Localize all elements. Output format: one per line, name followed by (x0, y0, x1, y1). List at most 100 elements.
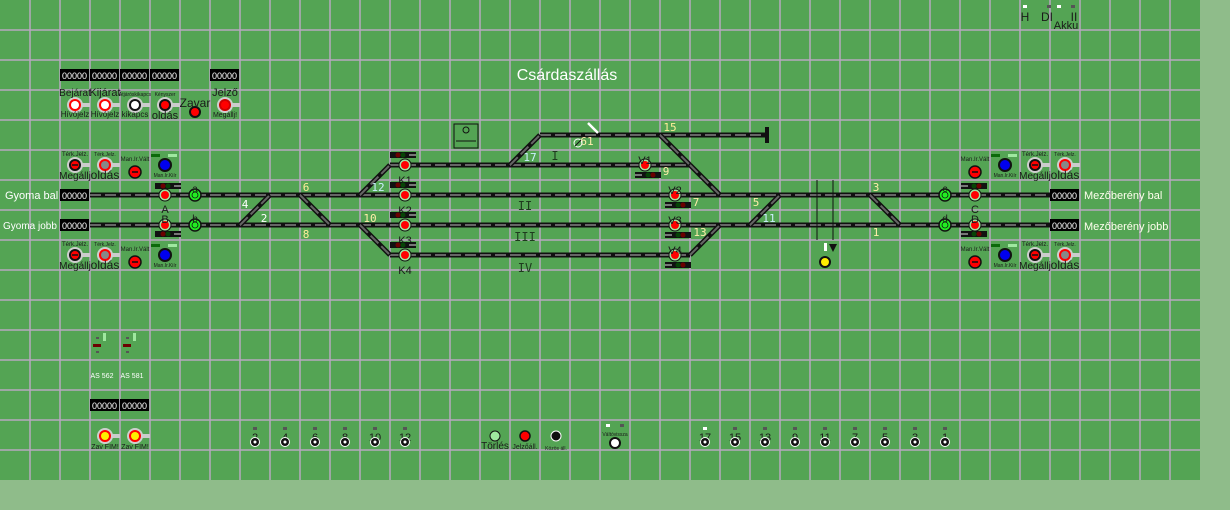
control-button-label: Térk.Jelz. (94, 152, 116, 158)
status-indicator[interactable]: II (1071, 10, 1078, 24)
signal[interactable] (668, 248, 682, 262)
switch-button[interactable] (850, 437, 860, 447)
control-button[interactable] (97, 157, 120, 173)
signal-label: V4 (668, 245, 681, 257)
crossed-circle-icon (573, 138, 583, 148)
clear-button[interactable] (489, 430, 501, 442)
control-button[interactable] (158, 248, 172, 262)
switch-button[interactable] (700, 437, 710, 447)
switch-button[interactable] (790, 437, 800, 447)
signal-head (665, 232, 691, 238)
switch-label: 10 (363, 212, 376, 225)
signal[interactable] (158, 218, 172, 232)
status-indicator[interactable]: Akku (1054, 20, 1078, 32)
control-button[interactable] (1027, 247, 1050, 263)
switch-button[interactable] (340, 437, 350, 447)
signal-label: d (942, 214, 948, 225)
buffer-stop (765, 127, 769, 143)
track-label: III (514, 230, 536, 244)
control-button[interactable] (67, 97, 90, 113)
switch-button[interactable] (310, 437, 320, 447)
signal-stop-button[interactable] (519, 430, 531, 442)
signal-label: B (161, 214, 168, 226)
signal-head (665, 262, 691, 268)
switch-label: 8 (303, 228, 310, 241)
counter (90, 69, 119, 81)
status-indicator[interactable]: H (1021, 10, 1030, 24)
axle-counter-label: AS 581 (121, 373, 144, 380)
station-mezobereny-bal: Mezőberény bal (1084, 190, 1162, 202)
control-button[interactable] (1057, 247, 1080, 263)
signal-label: K4 (398, 265, 411, 277)
counter-mezobereny-jobb (1050, 219, 1079, 231)
switch-button[interactable] (400, 437, 410, 447)
control-button[interactable] (1027, 157, 1050, 173)
switch-button[interactable] (820, 437, 830, 447)
shunt-signal[interactable] (188, 218, 202, 232)
control-button-label: Megállj! (213, 112, 237, 119)
signal[interactable] (398, 158, 412, 172)
control-button-label: Man.Ir.Kiír (154, 173, 177, 179)
control-button-label: Átjáróskikapcs (119, 91, 152, 98)
shunt-signal[interactable] (188, 188, 202, 202)
counter-axle-value: 00000 (92, 401, 117, 411)
switch-button[interactable] (250, 437, 260, 447)
signal[interactable] (668, 218, 682, 232)
control-button[interactable] (157, 97, 180, 113)
axle-counter-indicator (123, 333, 136, 353)
counter (150, 69, 179, 81)
signal[interactable] (968, 188, 982, 202)
switch-button[interactable] (880, 437, 890, 447)
control-button[interactable] (189, 106, 201, 118)
counter-value: 00000 (122, 71, 147, 81)
counter-value: 00000 (212, 71, 237, 81)
switch-button[interactable] (280, 437, 290, 447)
common-stop-button[interactable] (550, 430, 562, 442)
track-label: II (518, 199, 532, 213)
control-button[interactable] (998, 158, 1012, 172)
fim-button[interactable] (127, 428, 150, 444)
control-button-label: oldás (91, 168, 120, 182)
control-button-label: oldás (1051, 258, 1080, 272)
station-gyoma-bal: Gyoma bal (5, 190, 58, 202)
signal[interactable] (158, 188, 172, 202)
switch-button[interactable] (910, 437, 920, 447)
control-button[interactable] (217, 97, 240, 113)
control-button-label: Jelző (212, 87, 238, 99)
control-button[interactable] (97, 97, 120, 113)
fim-button[interactable] (97, 428, 120, 444)
counter-axle (90, 399, 119, 411)
switch-label: 61 (580, 135, 593, 148)
signal[interactable] (398, 188, 412, 202)
counter-gyoma-bal (60, 189, 89, 201)
signal[interactable] (398, 218, 412, 232)
control-button[interactable] (158, 158, 172, 172)
control-button[interactable] (67, 247, 90, 263)
control-button[interactable] (1057, 157, 1080, 173)
switch-button[interactable] (730, 437, 740, 447)
shunt-signal[interactable] (938, 218, 952, 232)
signal[interactable] (968, 218, 982, 232)
control-button-label: Térk.Jelz. (62, 242, 88, 248)
control-button[interactable] (97, 247, 120, 263)
counter (210, 69, 239, 81)
control-button[interactable] (127, 97, 150, 113)
control-button-label: Megállj (59, 171, 91, 182)
signal[interactable] (638, 158, 652, 172)
status-indicator[interactable]: DI (1041, 10, 1053, 24)
switch-button[interactable] (370, 437, 380, 447)
signal-head (390, 242, 416, 248)
switch-return-button[interactable] (609, 437, 621, 449)
control-button[interactable] (998, 248, 1012, 262)
switch-button[interactable] (760, 437, 770, 447)
switch-button[interactable] (940, 437, 950, 447)
control-button-label: Man.Ir.Kiír (994, 173, 1017, 179)
shunt-signal[interactable] (938, 188, 952, 202)
signal[interactable] (668, 188, 682, 202)
level-crossing-signal[interactable] (819, 256, 831, 268)
signal-label: V1 (638, 155, 651, 167)
signal-head (665, 202, 691, 208)
signal[interactable] (398, 248, 412, 262)
control-button[interactable] (67, 157, 90, 173)
control-button-label: Térk.Jelz. (1054, 152, 1076, 158)
